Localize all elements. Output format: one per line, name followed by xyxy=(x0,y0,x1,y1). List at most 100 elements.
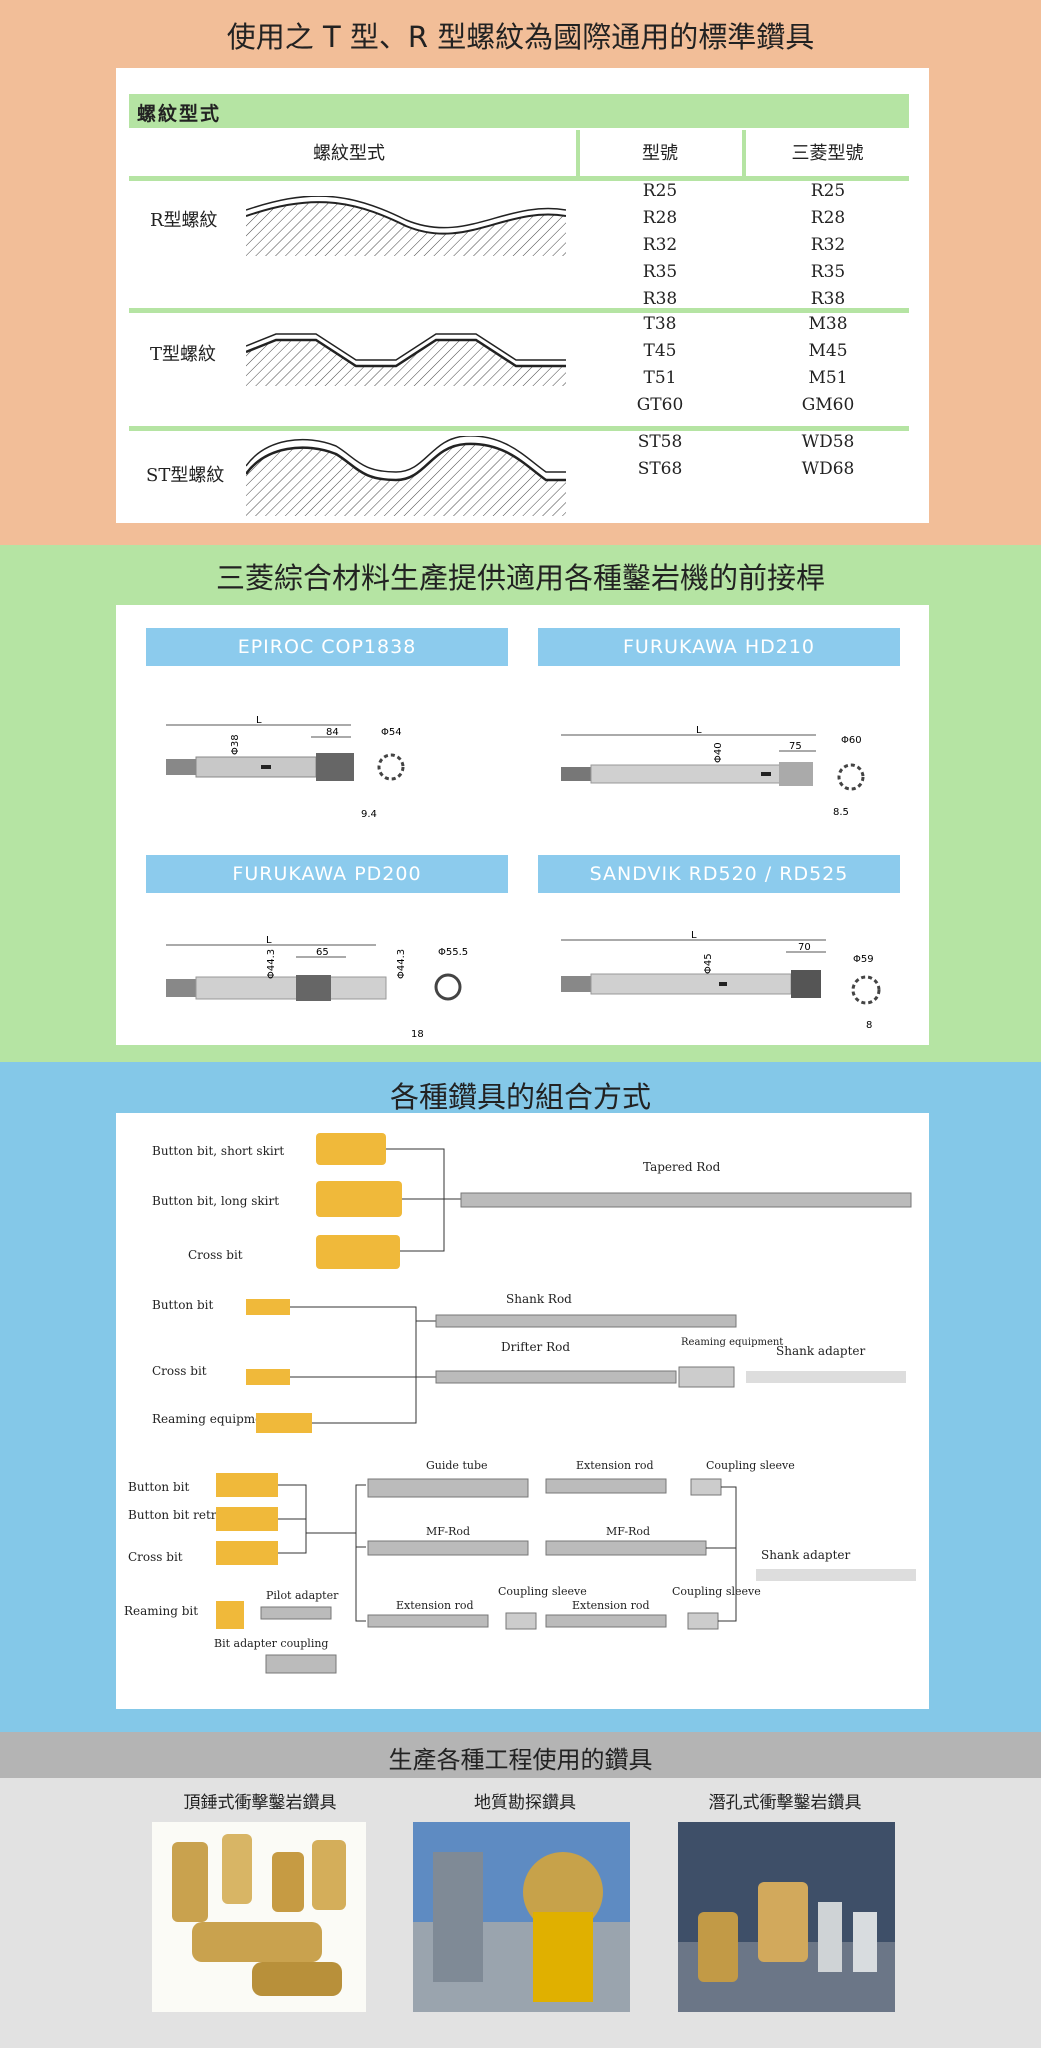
model-code: R28 xyxy=(642,208,678,228)
model-code: T45 xyxy=(643,341,677,361)
bit-label: Cross bit xyxy=(128,1550,183,1564)
dim-label: Φ40 xyxy=(713,742,724,763)
dim-label: 84 xyxy=(326,727,339,738)
model-code: R32 xyxy=(642,235,678,255)
t-thread-diagram xyxy=(246,333,566,386)
part-label: Extension rod xyxy=(572,1599,650,1612)
rod-label: Shank Rod xyxy=(506,1292,572,1306)
bit-label: Cross bit xyxy=(152,1364,207,1378)
dim-label: Φ60 xyxy=(841,735,862,746)
mitsubishi-code: M45 xyxy=(808,341,848,361)
header-mitsubishi-model: 三菱型號 xyxy=(746,133,909,175)
model-code: T51 xyxy=(643,368,677,388)
adapter-label: Shank adapter xyxy=(776,1344,866,1358)
dim-label: Φ59 xyxy=(853,954,874,965)
column-divider xyxy=(576,130,580,178)
thread-section-title: 使用之 T 型、R 型螺紋為國際通用的標準鑽具 xyxy=(226,20,815,54)
mitsubishi-code: GM60 xyxy=(801,395,855,415)
dth-bits-photo xyxy=(678,1822,895,2012)
dim-label: 75 xyxy=(789,741,802,752)
model-code: R38 xyxy=(642,289,678,309)
rod-label: Drifter Rod xyxy=(501,1340,570,1354)
dim-label: L xyxy=(691,930,697,941)
mitsubishi-code: WD68 xyxy=(801,459,855,479)
bit-label: Button bit, short skirt xyxy=(152,1144,284,1158)
mitsubishi-code: R38 xyxy=(810,289,846,309)
reaming-label: Reaming equipment xyxy=(681,1337,783,1348)
products-section: 生產各種工程使用的鑽具 頂錘式衝擊鑿岩鑽具 地質勘探鑽具 潛孔式衝擊鑿岩鑽具 xyxy=(0,1732,1041,2048)
combination-section: 各種鑽具的組合方式 Button bit, short skirt Button… xyxy=(0,1062,1041,1732)
st-thread-diagram xyxy=(246,436,566,516)
part-label: Coupling sleeve xyxy=(706,1459,795,1472)
dim-label: L xyxy=(256,715,262,726)
row-divider xyxy=(129,426,909,431)
dim-label: Φ45 xyxy=(703,953,714,974)
shank-drawing-pd200: L 65 Φ44.3 Φ44.3 Φ55.5 18 xyxy=(166,935,468,1040)
tophammer-bits-photo xyxy=(152,1822,366,2012)
shank-card: EPIROC COP1838 FURUKAWA HD210 FURUKAWA P… xyxy=(116,605,929,1045)
shank-header-pd200: FURUKAWA PD200 xyxy=(146,855,508,893)
shank-header-hd210: FURUKAWA HD210 xyxy=(538,628,900,666)
products-title-bar xyxy=(0,1732,1041,1778)
bit-label: Button bit, long skirt xyxy=(152,1194,279,1208)
header-model: 型號 xyxy=(580,133,740,175)
part-label: Coupling sleeve xyxy=(498,1585,587,1598)
model-code: ST68 xyxy=(637,459,683,479)
rod-label: Tapered Rod xyxy=(643,1160,721,1174)
photo-label-tophammer: 頂錘式衝擊鑿岩鑽具 xyxy=(183,1793,337,1813)
mitsubishi-code: M51 xyxy=(808,368,848,388)
exploration-bits-photo xyxy=(413,1822,630,2012)
dim-label: L xyxy=(266,935,272,946)
combination-diagram: Button bit, short skirt Button bit, long… xyxy=(116,1113,929,1709)
mitsubishi-code: R32 xyxy=(810,235,846,255)
thread-table-title-bar: 螺紋型式 xyxy=(129,94,909,128)
thread-table-title: 螺紋型式 xyxy=(137,103,222,125)
header-thread-type: 螺紋型式 xyxy=(129,133,569,175)
bit-label: Button bit xyxy=(128,1480,189,1494)
part-label: Coupling sleeve xyxy=(672,1585,761,1598)
dim-label: L xyxy=(696,725,702,736)
t-mitsubishi-models: M38 M45 M51 GM60 xyxy=(778,311,878,419)
dim-label: Φ44.3 xyxy=(396,949,407,979)
row-divider xyxy=(129,308,909,313)
part-label: Guide tube xyxy=(426,1459,488,1472)
combination-section-title: 各種鑽具的組合方式 xyxy=(389,1080,651,1114)
dim-label: 8 xyxy=(866,1020,872,1031)
dim-label: Φ38 xyxy=(230,734,241,755)
shank-header-rd520: SANDVIK RD520 / RD525 xyxy=(538,855,900,893)
shank-drawing-hd210: L 75 Φ40 Φ60 8.5 xyxy=(561,725,865,818)
part-label: MF-Rod xyxy=(426,1525,470,1538)
part-label: Extension rod xyxy=(396,1599,474,1612)
column-divider xyxy=(742,130,746,178)
model-code: GT60 xyxy=(636,395,684,415)
dim-label: Φ44.3 xyxy=(266,949,277,979)
mitsubishi-code: WD58 xyxy=(801,432,855,452)
model-code: T38 xyxy=(643,314,677,334)
st-mitsubishi-models: WD58 WD68 xyxy=(778,429,878,483)
mitsubishi-code: R25 xyxy=(810,181,846,201)
dim-label: 8.5 xyxy=(833,807,849,818)
part-label: MF-Rod xyxy=(606,1525,650,1538)
shank-header-epiroc: EPIROC COP1838 xyxy=(146,628,508,666)
model-code: R25 xyxy=(642,181,678,201)
row-label-t: T型螺紋 xyxy=(150,344,217,365)
model-code: ST58 xyxy=(637,432,683,452)
bit-label: Cross bit xyxy=(188,1248,243,1262)
dim-label: 18 xyxy=(411,1029,424,1040)
photo-label-dth: 潛孔式衝擊鑿岩鑽具 xyxy=(708,1793,862,1813)
thread-table-card: 螺紋型式 螺紋型式 型號 三菱型號 R型螺紋 R25 R28 R32 R35 R… xyxy=(116,68,929,523)
shank-drawing-epiroc: L 84 Φ38 Φ54 9.4 xyxy=(166,715,405,820)
adapter-label: Shank adapter xyxy=(761,1548,851,1562)
bit-label: Reaming bit xyxy=(124,1604,198,1618)
shank-section-title: 三菱綜合材料生產提供適用各種鑿岩機的前接桿 xyxy=(215,561,825,595)
model-code: R35 xyxy=(642,262,678,282)
pilot-label: Pilot adapter xyxy=(266,1589,339,1602)
dim-label: 9.4 xyxy=(361,809,377,820)
photo-label-exploration: 地質勘探鑽具 xyxy=(474,1793,576,1813)
row-label-r: R型螺紋 xyxy=(150,210,218,231)
dim-label: 70 xyxy=(798,942,811,953)
t-models: T38 T45 T51 GT60 xyxy=(610,311,710,419)
coupling-label: Bit adapter coupling xyxy=(214,1637,328,1650)
r-models: R25 R28 R32 R35 R38 xyxy=(610,178,710,313)
r-mitsubishi-models: R25 R28 R32 R35 R38 xyxy=(778,178,878,313)
